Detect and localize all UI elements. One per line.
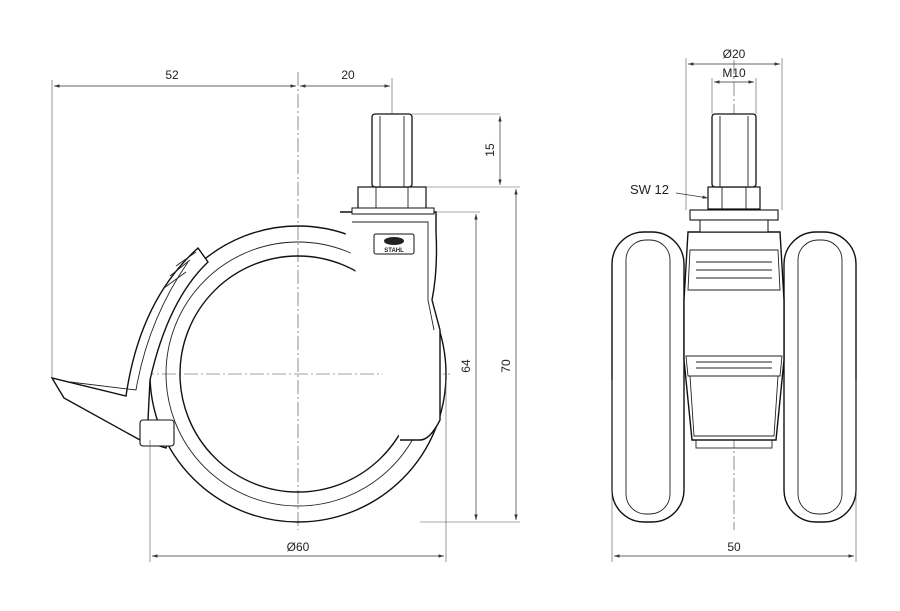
dim-total-width: 50	[727, 540, 741, 554]
side-view: STAHL 52 20 15 64	[50, 68, 520, 562]
dim-width-left: 52	[165, 68, 179, 82]
dim-thread: M10	[722, 66, 746, 80]
dim-width-right: 20	[341, 68, 355, 82]
housing	[340, 211, 441, 441]
brake-pivot	[139, 419, 175, 447]
right-wheel	[783, 231, 857, 523]
dim-total-height: 70	[499, 359, 513, 373]
label-wrench-size: SW 12	[630, 182, 669, 197]
front-view: Ø20 M10 SW 12 50	[611, 47, 857, 562]
front-threaded-stem	[711, 113, 757, 188]
left-wheel	[611, 231, 685, 523]
brake-lever	[50, 246, 209, 449]
brake-lever-inner	[69, 261, 189, 391]
housing-inner	[352, 221, 435, 331]
front-housing	[683, 231, 785, 441]
front-brake-pedal	[685, 355, 783, 377]
brand-logo-icon	[384, 237, 404, 245]
dim-body-height: 64	[459, 359, 473, 373]
threaded-stem	[371, 113, 413, 188]
dim-wheel-diameter: Ø60	[287, 540, 310, 554]
dim-thread-outer: Ø20	[723, 47, 746, 61]
hex-nut	[357, 186, 427, 210]
brand-plate-label: STAHL	[384, 248, 404, 254]
front-hex-nut	[707, 186, 761, 210]
dim-stem-height: 15	[483, 143, 497, 157]
